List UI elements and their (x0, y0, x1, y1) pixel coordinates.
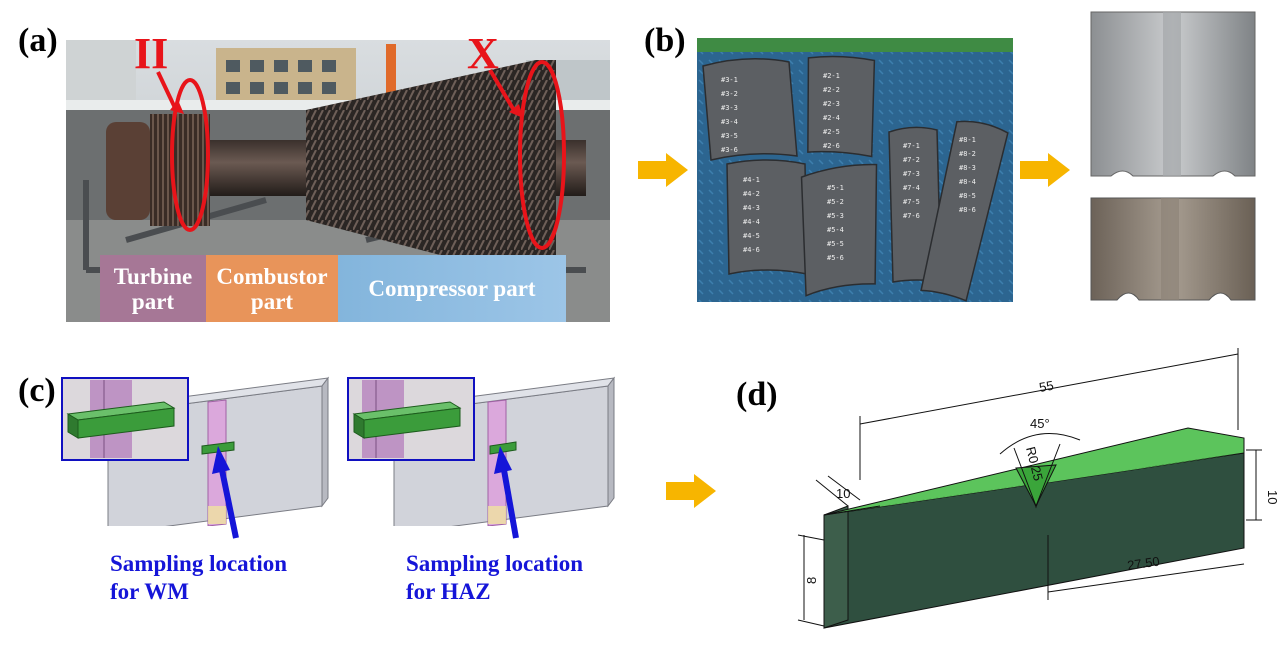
svg-text:#7-6: #7-6 (903, 212, 920, 220)
compressor-part-label: Compressor part (338, 255, 566, 322)
dim-notch-position: 27.50 (1126, 554, 1160, 573)
panel-label-c: (c) (18, 372, 56, 409)
svg-text:#8-1: #8-1 (959, 136, 976, 144)
turbine-part-label: Turbine part (100, 255, 206, 322)
svg-text:#8-6: #8-6 (959, 206, 976, 214)
arrow-b-to-blanks (1020, 153, 1070, 187)
ellipse-X (518, 60, 566, 250)
dim-width-top: 10 (836, 486, 850, 501)
svg-text:#4-2: #4-2 (743, 190, 760, 198)
svg-text:#2-4: #2-4 (823, 114, 840, 122)
plate-model-wm (61, 376, 330, 526)
svg-text:#2-3: #2-3 (823, 100, 840, 108)
svg-text:#5-2: #5-2 (827, 198, 844, 206)
segments-illustration: #3-1 #3-2 #3-3 #3-4 #3-5 #3-6 #2-1 #2-2 #2-3 #2-… (697, 38, 1013, 302)
svg-text:#3-6: #3-6 (721, 146, 738, 154)
arrow-c-to-d (666, 474, 716, 508)
svg-text:#8-3: #8-3 (959, 164, 976, 172)
arrow-II (156, 71, 178, 111)
svg-text:#8-5: #8-5 (959, 192, 976, 200)
svg-text:#2-5: #2-5 (823, 128, 840, 136)
arrow-a-to-b (638, 153, 688, 187)
welded-blank-photo-1 (1085, 6, 1260, 182)
panel-label-a: (a) (18, 22, 58, 59)
combustor-part-label: Combustor part (206, 255, 338, 322)
arrow-X (488, 68, 517, 114)
panel-a-annotations (156, 60, 566, 250)
svg-text:#5-6: #5-6 (827, 254, 844, 262)
svg-text:#5-1: #5-1 (827, 184, 844, 192)
haz-arrow (494, 446, 519, 539)
svg-text:#5-5: #5-5 (827, 240, 844, 248)
svg-text:#7-3: #7-3 (903, 170, 920, 178)
panel-label-b: (b) (644, 22, 686, 59)
segment-tag: #3-1 (721, 76, 738, 84)
dim-height: 10 (1265, 490, 1280, 504)
svg-text:#8-4: #8-4 (959, 178, 976, 186)
charpy-specimen-drawing: 55 45° R0.25 10 10 27.50 8 (797, 348, 1280, 629)
segments-photo: #3-1 #3-2 #3-3 #3-4 #3-5 #3-6 #2-1 #2-2 #2-3 #2-… (697, 38, 1013, 302)
sampling-label-haz: Sampling location for HAZ (406, 551, 584, 604)
svg-text:#3-5: #3-5 (721, 132, 738, 140)
svg-text:#2-1: #2-1 (823, 72, 840, 80)
marker-II: II (134, 29, 169, 78)
svg-text:#2-6: #2-6 (823, 142, 840, 150)
wm-arrow (212, 446, 239, 539)
svg-text:#7-1: #7-1 (903, 142, 920, 150)
panel-label-d: (d) (736, 376, 778, 413)
svg-text:#5-4: #5-4 (827, 226, 844, 234)
part-label-bar: Turbine part Combustor part Compressor p… (100, 255, 566, 322)
svg-text:#4-5: #4-5 (743, 232, 760, 240)
svg-text:#4-6: #4-6 (743, 246, 760, 254)
svg-text:#4-3: #4-3 (743, 204, 760, 212)
svg-text:#7-2: #7-2 (903, 156, 920, 164)
ellipse-II (170, 78, 210, 232)
svg-text:#4-4: #4-4 (743, 218, 760, 226)
svg-text:#2-2: #2-2 (823, 86, 840, 94)
svg-text:#7-5: #7-5 (903, 198, 920, 206)
svg-text:#3-4: #3-4 (721, 118, 738, 126)
svg-text:#7-4: #7-4 (903, 184, 920, 192)
svg-text:#5-3: #5-3 (827, 212, 844, 220)
dim-notch-angle: 45° (1030, 416, 1050, 431)
marker-X: X (467, 29, 499, 78)
welded-blank-photo-2 (1085, 190, 1260, 308)
svg-text:#3-2: #3-2 (721, 90, 738, 98)
dim-length: 55 (1038, 378, 1055, 395)
sampling-label-wm: Sampling location for WM (110, 551, 288, 604)
dim-thickness: 8 (804, 577, 819, 584)
svg-text:#4-1: #4-1 (743, 176, 760, 184)
svg-text:#8-2: #8-2 (959, 150, 976, 158)
svg-text:#3-3: #3-3 (721, 104, 738, 112)
notch (1015, 464, 1057, 508)
